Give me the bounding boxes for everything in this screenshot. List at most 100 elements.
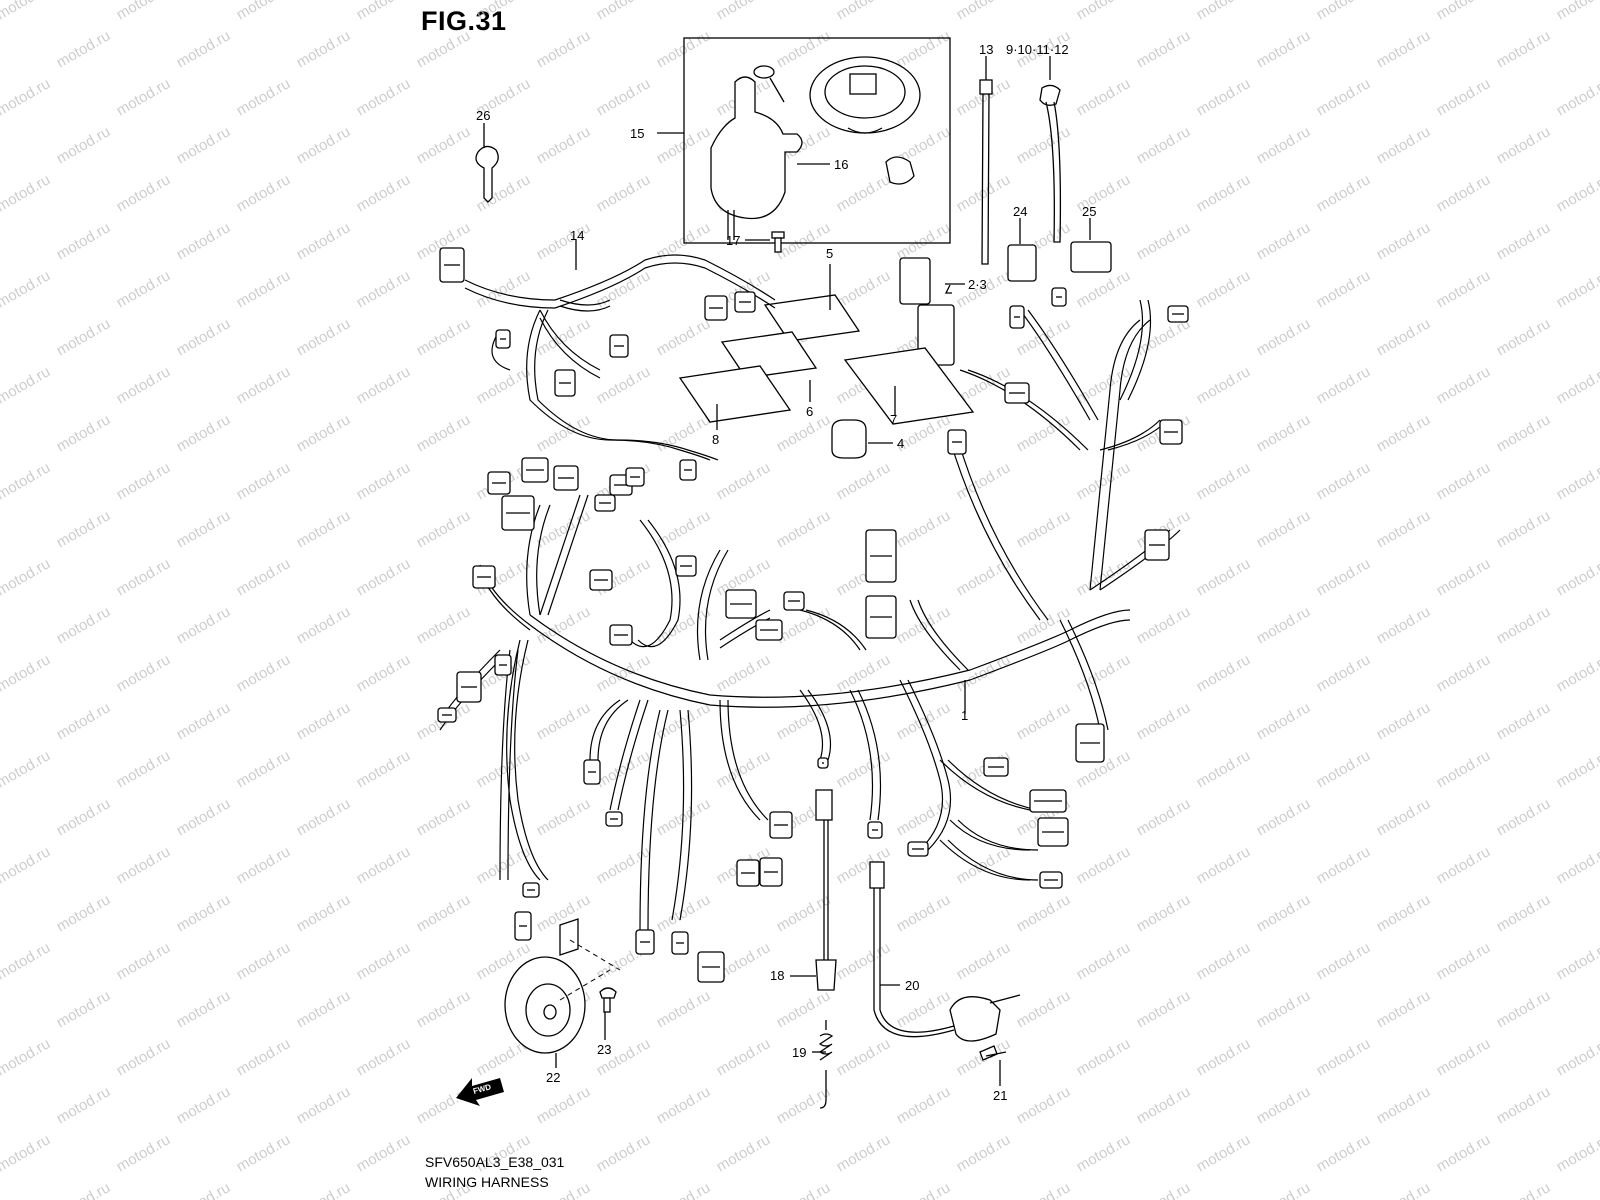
watermark-text: motod.ru: [234, 459, 294, 503]
watermark-text: motod.ru: [114, 1035, 174, 1079]
figure-title: FIG.31: [421, 6, 507, 36]
watermark-text: motod.ru: [1074, 939, 1134, 983]
watermark-text: motod.ru: [54, 1083, 114, 1127]
watermark-text: motod.ru: [1494, 1083, 1554, 1127]
watermark-text: motod.ru: [1434, 1131, 1494, 1175]
watermark-text: motod.ru: [954, 939, 1014, 983]
watermark-text: motod.ru: [594, 267, 654, 311]
watermark-text: motod.ru: [1134, 123, 1194, 167]
watermark-text: motod.ru: [294, 27, 354, 71]
watermark-text: motod.ru: [474, 171, 534, 215]
watermark-text: motod.ru: [1374, 699, 1434, 743]
watermark-text: motod.ru: [1014, 1179, 1074, 1200]
watermark-text: motod.ru: [354, 555, 414, 599]
watermark-text: motod.ru: [174, 987, 234, 1031]
watermark-text: motod.ru: [1434, 0, 1494, 23]
watermark-text: motod.ru: [234, 843, 294, 887]
watermark-text: motod.ru: [294, 699, 354, 743]
watermark-text: motod.ru: [114, 1131, 174, 1175]
relay-25-icon: [1070, 241, 1112, 273]
watermark-text: motod.ru: [954, 1131, 1014, 1175]
watermark-text: motod.ru: [1194, 843, 1254, 887]
watermark-text: motod.ru: [1494, 507, 1554, 551]
relay-24-icon: [1007, 244, 1037, 282]
watermark-text: motod.ru: [414, 123, 474, 167]
watermark-text: motod.ru: [294, 987, 354, 1031]
watermark-text: motod.ru: [354, 459, 414, 503]
watermark-text: motod.ru: [174, 603, 234, 647]
watermark-text: motod.ru: [54, 699, 114, 743]
watermark-text: motod.ru: [1374, 411, 1434, 455]
watermark-text: motod.ru: [654, 603, 714, 647]
watermark-text: motod.ru: [1314, 267, 1374, 311]
callout-25: 25: [1082, 204, 1096, 219]
watermark-text: motod.ru: [0, 651, 53, 695]
watermark-text: motod.ru: [234, 75, 294, 119]
watermark-text: motod.ru: [1554, 1035, 1600, 1079]
watermark-text: motod.ru: [1194, 267, 1254, 311]
watermark-text: motod.ru: [1434, 171, 1494, 215]
watermark-text: motod.ru: [0, 267, 53, 311]
watermark-text: motod.ru: [1254, 1179, 1314, 1200]
watermark-text: motod.ru: [1554, 171, 1600, 215]
watermark-text: motod.ru: [174, 507, 234, 551]
watermark-text: motod.ru: [1254, 219, 1314, 263]
watermark-text: motod.ru: [114, 939, 174, 983]
watermark-text: motod.ru: [1434, 75, 1494, 119]
watermark-text: motod.ru: [1374, 603, 1434, 647]
watermark-text: motod.ru: [1014, 123, 1074, 167]
watermark-text: motod.ru: [1434, 1035, 1494, 1079]
watermark-text: motod.ru: [1374, 219, 1434, 263]
watermark-text: motod.ru: [1554, 555, 1600, 599]
callout-8: 8: [712, 432, 719, 447]
callout-2-3: 2·3: [968, 277, 987, 292]
watermark-text: motod.ru: [294, 219, 354, 263]
speed-sensor: [869, 861, 1021, 1061]
watermark-text: motod.ru: [294, 315, 354, 359]
watermark-text: motod.ru: [534, 699, 594, 743]
watermark-text: motod.ru: [594, 0, 654, 23]
watermark-text: motod.ru: [414, 603, 474, 647]
watermark-text: motod.ru: [714, 0, 774, 23]
watermark-text: motod.ru: [114, 459, 174, 503]
watermark-text: motod.ru: [1014, 699, 1074, 743]
watermark-text: motod.ru: [534, 1083, 594, 1127]
watermark-text: motod.ru: [1374, 1179, 1434, 1200]
watermark-text: motod.ru: [1254, 123, 1314, 167]
watermark-text: motod.ru: [1134, 891, 1194, 935]
watermark-text: motod.ru: [234, 267, 294, 311]
watermark-text: motod.ru: [1374, 891, 1434, 935]
couplers-layer: [437, 247, 1189, 983]
watermark-text: motod.ru: [594, 75, 654, 119]
diagram-caption: WIRING HARNESS: [425, 1174, 549, 1190]
leader-lines: [483, 56, 1091, 1086]
watermark-text: motod.ru: [834, 267, 894, 311]
watermark-text: motod.ru: [1554, 939, 1600, 983]
watermark-text: motod.ru: [114, 651, 174, 695]
callout-16: 16: [834, 157, 848, 172]
watermark-text: motod.ru: [714, 651, 774, 695]
watermark-text: motod.ru: [54, 891, 114, 935]
fwd-arrow-icon: [456, 1078, 504, 1106]
watermark-text: motod.ru: [1494, 123, 1554, 167]
watermark-text: motod.ru: [654, 507, 714, 551]
watermark-text: motod.ru: [774, 987, 834, 1031]
watermark-text: motod.ru: [294, 507, 354, 551]
watermark-text: motod.ru: [414, 891, 474, 935]
watermark-text: motod.ru: [894, 27, 954, 71]
watermark-text: motod.ru: [1014, 987, 1074, 1031]
stand-switch-icon: [815, 959, 837, 991]
watermark-text: motod.ru: [894, 699, 954, 743]
watermark-text: motod.ru: [894, 891, 954, 935]
watermark-text: motod.ru: [114, 171, 174, 215]
watermark-text: motod.ru: [894, 507, 954, 551]
callout-18: 18: [770, 968, 784, 983]
watermark-text: motod.ru: [1374, 123, 1434, 167]
watermark-text: motod.ru: [474, 843, 534, 887]
watermark-text: motod.ru: [1374, 1083, 1434, 1127]
watermark-text: motod.ru: [1494, 219, 1554, 263]
watermark-text: motod.ru: [1434, 651, 1494, 695]
watermark-text: motod.ru: [1434, 363, 1494, 407]
watermark-text: motod.ru: [234, 555, 294, 599]
